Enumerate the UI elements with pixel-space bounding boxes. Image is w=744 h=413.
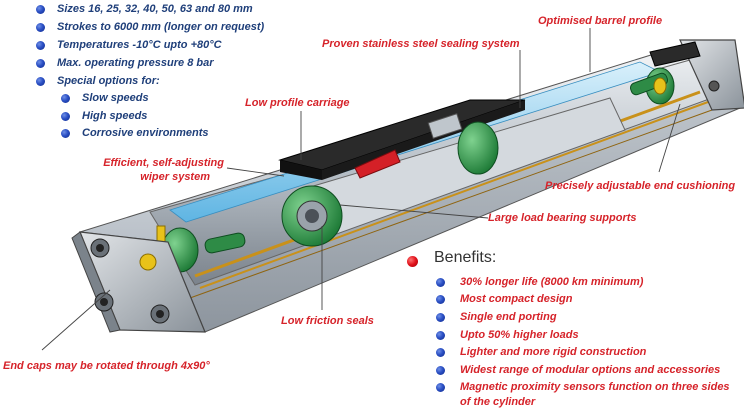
special-option-item: Slow speeds: [61, 92, 149, 104]
spec-text: Sizes 16, 25, 32, 40, 50, 63 and 80 mm: [57, 3, 253, 15]
benefit-item: Lighter and more rigid construction: [436, 345, 736, 360]
bullet-icon: [36, 76, 45, 86]
bullet-icon: [436, 295, 445, 304]
callout-wiper-line1: Efficient, self-adjusting: [103, 157, 224, 169]
bullet-icon: [61, 128, 70, 138]
special-option-item: Corrosive environments: [61, 127, 209, 139]
spec-item: Special options for:: [36, 75, 160, 87]
bullet-icon: [36, 22, 45, 32]
bullet-icon: [436, 366, 445, 375]
callout-end-cushioning: Precisely adjustable end cushioning: [545, 180, 736, 192]
benefit-text: Single end porting: [460, 311, 557, 323]
special-option-text: Corrosive environments: [82, 127, 209, 139]
benefit-item: Most compact design: [436, 292, 736, 307]
benefit-item: Magnetic proximity sensors function on t…: [436, 380, 736, 410]
benefit-item: Upto 50% higher loads: [436, 328, 736, 343]
bullet-icon: [61, 93, 70, 103]
spec-item: Sizes 16, 25, 32, 40, 50, 63 and 80 mm: [36, 3, 253, 15]
spec-item: Max. operating pressure 8 bar: [36, 57, 214, 69]
callout-low-profile-carriage: Low profile carriage: [245, 97, 350, 109]
spec-text: Strokes to 6000 mm (longer on request): [57, 21, 265, 33]
benefit-text: 30% longer life (8000 km minimum): [460, 276, 644, 288]
callout-load-bearing: Large load bearing supports: [488, 212, 637, 224]
bullet-icon: [436, 278, 445, 287]
bullet-icon: [436, 331, 445, 340]
bullet-icon: [36, 58, 45, 68]
callout-wiper-line2: wiper system: [140, 171, 210, 183]
benefit-text: Lighter and more rigid construction: [460, 346, 647, 358]
benefit-item: 30% longer life (8000 km minimum): [436, 275, 736, 290]
special-option-item: High speeds: [61, 110, 147, 122]
benefits-title: Benefits:: [434, 249, 497, 266]
spec-text: Max. operating pressure 8 bar: [57, 57, 214, 69]
callout-friction-seals: Low friction seals: [281, 315, 374, 327]
spec-item: Strokes to 6000 mm (longer on request): [36, 21, 264, 33]
benefit-item: Widest range of modular options and acce…: [436, 363, 736, 378]
bullet-icon: [36, 40, 45, 50]
special-option-text: Slow speeds: [82, 92, 149, 104]
benefit-item: Single end porting: [436, 310, 736, 325]
benefit-text: Magnetic proximity sensors function on t…: [460, 381, 730, 408]
spec-text: Special options for:: [57, 75, 160, 87]
benefit-text: Most compact design: [460, 293, 573, 305]
bullet-icon: [436, 348, 445, 357]
callout-sealing-system: Proven stainless steel sealing system: [322, 38, 520, 50]
callout-optimised-barrel: Optimised barrel profile: [538, 15, 663, 27]
bullet-icon: [61, 111, 70, 121]
bullet-icon: [36, 4, 45, 14]
benefit-text: Widest range of modular options and acce…: [460, 364, 721, 376]
callout-end-caps: End caps may be rotated through 4x90°: [3, 360, 210, 372]
spec-item: Temperatures -10°C upto +80°C: [36, 39, 222, 51]
bullet-icon: [436, 383, 445, 392]
special-option-text: High speeds: [82, 110, 148, 122]
spec-text: Temperatures -10°C upto +80°C: [57, 39, 222, 51]
red-bullet-icon: [407, 256, 418, 267]
bullet-icon: [436, 313, 445, 322]
benefit-text: Upto 50% higher loads: [460, 329, 579, 341]
